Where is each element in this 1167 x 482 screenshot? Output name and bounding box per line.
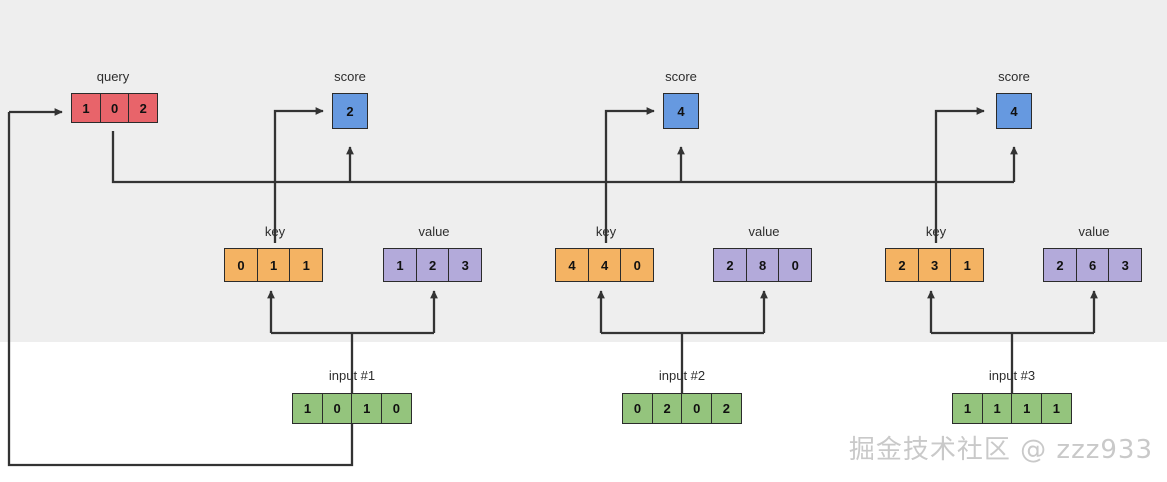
input-1-cell-1[interactable]: 1 (292, 393, 323, 424)
value-3-cell-1[interactable]: 2 (1043, 248, 1077, 282)
score-box-1[interactable]: 2 (332, 93, 368, 129)
value-3-cell-2[interactable]: 6 (1075, 248, 1110, 282)
wire-key-to-score-1 (273, 107, 324, 243)
input-1-cell-2[interactable]: 0 (321, 393, 353, 424)
input-3-cell-4[interactable]: 1 (1040, 393, 1072, 424)
key-label-2: key (595, 224, 617, 239)
score-label-3: score (998, 69, 1030, 84)
value-1-cell-2[interactable]: 2 (415, 248, 450, 282)
query-cell-2[interactable]: 0 (99, 93, 130, 123)
value-label-2: value (748, 224, 780, 239)
value-2-cell-1[interactable]: 2 (713, 248, 747, 282)
value-2-cell-2[interactable]: 8 (745, 248, 780, 282)
input-2-cell-1[interactable]: 0 (622, 393, 653, 424)
value-2-cell-3[interactable]: 0 (778, 248, 813, 282)
input-label-3: input #3 (988, 368, 1036, 383)
key-2-cell-3[interactable]: 0 (620, 248, 655, 282)
score-2-cell-1[interactable]: 4 (663, 93, 699, 129)
wire-query-bus (111, 131, 1014, 184)
wire-key-to-score-2 (604, 107, 655, 243)
input-label-1: input #1 (328, 368, 376, 383)
score-label-2: score (665, 69, 697, 84)
score-3-cell-1[interactable]: 4 (996, 93, 1032, 129)
key-1-cell-1[interactable]: 0 (224, 248, 258, 282)
background-band-top (0, 0, 1167, 342)
input-3-cell-3[interactable]: 1 (1011, 393, 1043, 424)
value-3-cell-3[interactable]: 3 (1108, 248, 1143, 282)
value-1-cell-3[interactable]: 3 (448, 248, 483, 282)
value-label-1: value (418, 224, 450, 239)
input-2-cell-4[interactable]: 2 (710, 393, 742, 424)
key-2-cell-2[interactable]: 4 (587, 248, 622, 282)
query-cell-3[interactable]: 2 (128, 93, 159, 123)
input-label-2: input #2 (658, 368, 706, 383)
query-label: query (96, 69, 130, 84)
input-1-cell-4[interactable]: 0 (380, 393, 412, 424)
key-label-3: key (925, 224, 947, 239)
key-1-cell-3[interactable]: 1 (289, 248, 324, 282)
value-label-3: value (1078, 224, 1110, 239)
key-label-1: key (264, 224, 286, 239)
value-1-cell-1[interactable]: 1 (383, 248, 417, 282)
key-1-cell-2[interactable]: 1 (256, 248, 291, 282)
input-2-cell-2[interactable]: 2 (651, 393, 683, 424)
score-box-2[interactable]: 4 (663, 93, 699, 129)
wire-feedback-loop (7, 112, 354, 467)
key-3-cell-1[interactable]: 2 (885, 248, 919, 282)
watermark: 掘金技术社区 @ zzz933 (848, 435, 1153, 465)
score-label-1: score (334, 69, 366, 84)
key-3-cell-3[interactable]: 1 (950, 248, 985, 282)
query-cell-1[interactable]: 1 (71, 93, 101, 123)
key-3-cell-2[interactable]: 3 (917, 248, 952, 282)
wire-key-to-score-3 (934, 107, 985, 243)
score-1-cell-1[interactable]: 2 (332, 93, 368, 129)
input-2-cell-3[interactable]: 0 (681, 393, 713, 424)
input-1-cell-3[interactable]: 1 (351, 393, 383, 424)
score-box-3[interactable]: 4 (996, 93, 1032, 129)
input-3-cell-2[interactable]: 1 (981, 393, 1013, 424)
input-3-cell-1[interactable]: 1 (952, 393, 983, 424)
key-2-cell-1[interactable]: 4 (555, 248, 589, 282)
